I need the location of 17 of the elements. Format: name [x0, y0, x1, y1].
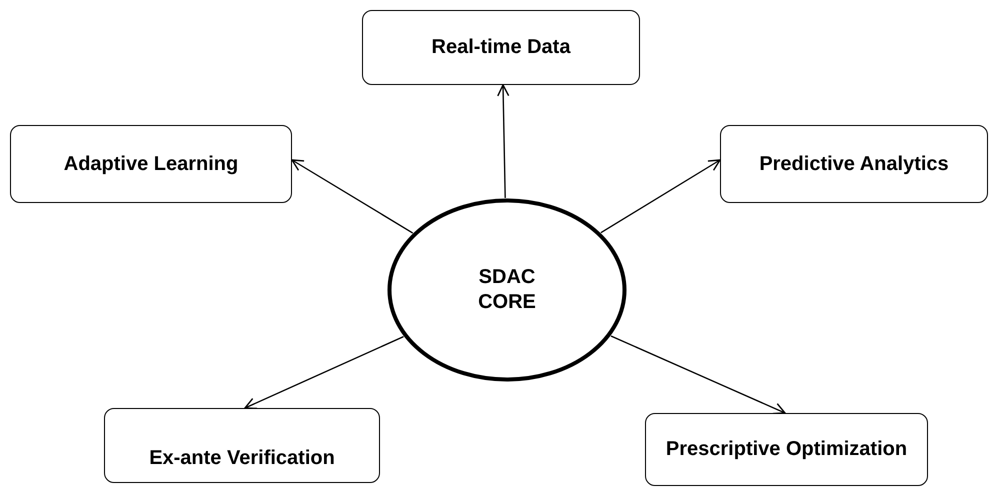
process-box	[104, 408, 380, 483]
process-box	[720, 125, 988, 203]
node-label: Predictive Analytics	[758, 152, 950, 176]
node-label: Real-time Data	[430, 36, 572, 59]
arrow	[291, 159, 414, 234]
arrow	[600, 159, 721, 234]
arrow	[244, 336, 404, 410]
node-label: SDAC CORE	[477, 265, 537, 315]
node-label: Ex-ante Verification	[148, 447, 336, 470]
arrow	[610, 335, 786, 414]
core-ellipse	[387, 198, 627, 382]
node-label: Prescriptive Optimization	[664, 438, 908, 461]
process-box	[645, 413, 928, 486]
process-box	[362, 10, 640, 85]
arrow	[497, 84, 510, 198]
node-label: Adaptive Learning	[62, 152, 240, 176]
process-box	[10, 125, 292, 203]
